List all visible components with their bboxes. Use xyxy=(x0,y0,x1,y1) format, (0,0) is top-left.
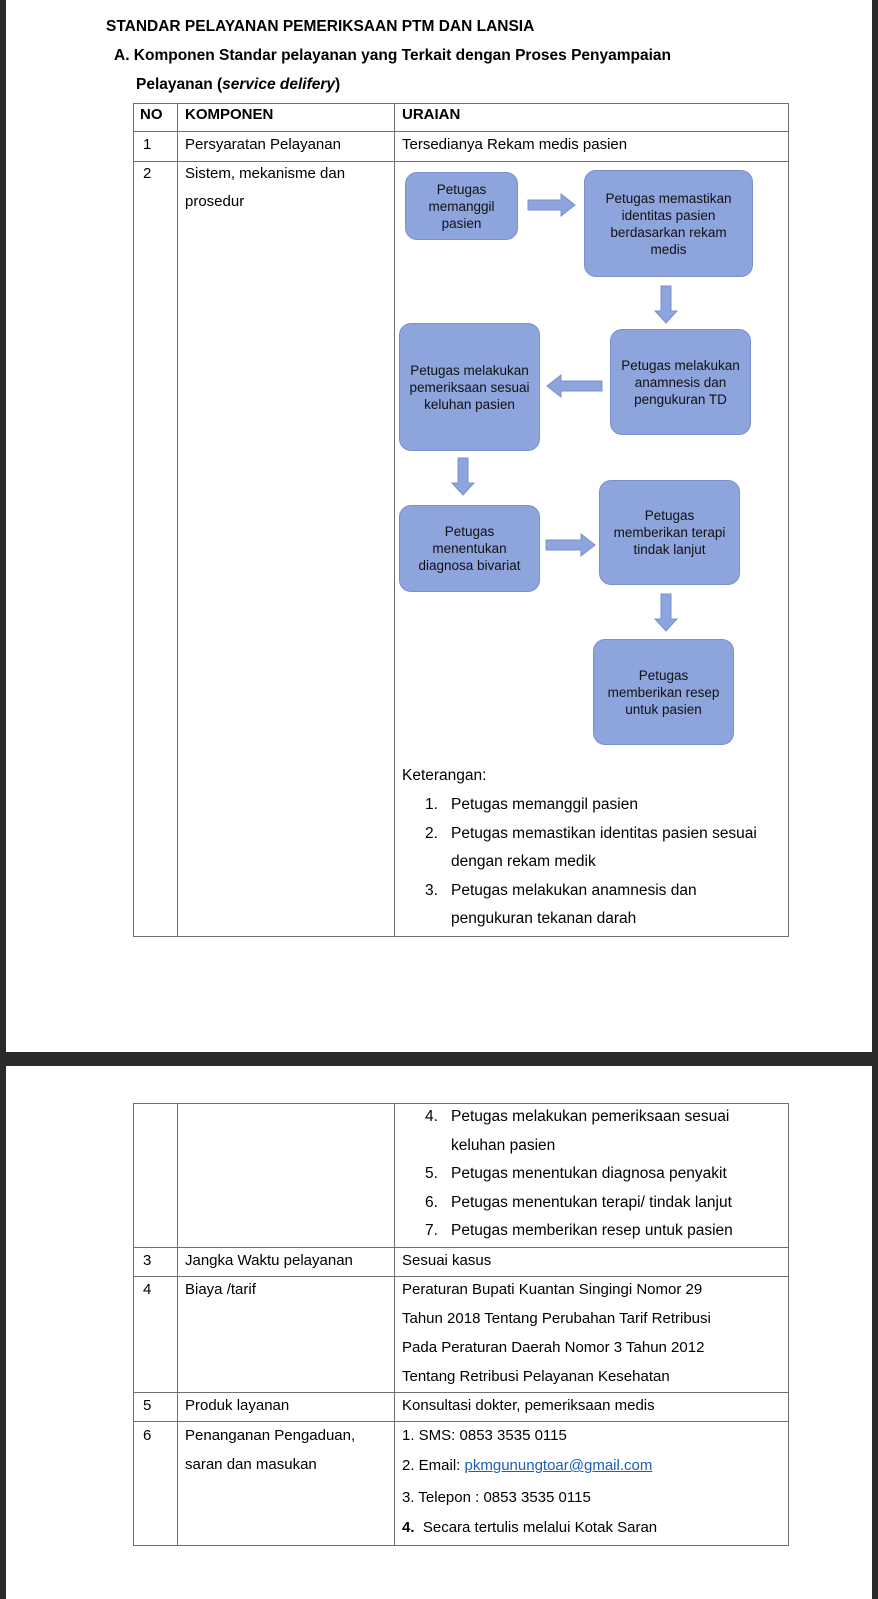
flow-node-verify-identity: Petugas memastikan identitas pasien berd… xyxy=(584,170,753,277)
row1-komponen: Persyaratan Pelayanan xyxy=(185,136,341,153)
section-title-continued: Pelayanan (service delifery) xyxy=(136,76,341,93)
row3-uraian: Sesuai kasus xyxy=(402,1252,492,1269)
row-divider xyxy=(133,1392,788,1393)
row6-email-line: 2. Email: pkmgunungtoar@gmail.com xyxy=(402,1457,652,1474)
arrow-down-icon xyxy=(654,285,678,324)
column-divider xyxy=(177,103,178,936)
row1-no: 1 xyxy=(143,136,152,153)
keterangan-num: 6. xyxy=(425,1194,438,1211)
row4-uraian-line: Tahun 2018 Tentang Perubahan Tarif Retri… xyxy=(402,1310,711,1327)
flow-node-prescription: Petugas memberikan resep untuk pasien xyxy=(593,639,734,745)
keterangan-item: Petugas menentukan terapi/ tindak lanjut xyxy=(451,1194,732,1211)
row-divider xyxy=(133,131,788,132)
keterangan-num: 4. xyxy=(425,1108,438,1125)
row5-no: 5 xyxy=(143,1397,152,1414)
keterangan-item: Petugas melakukan anamnesis dan xyxy=(451,882,697,899)
keterangan-item: Petugas melakukan pemeriksaan sesuai xyxy=(451,1108,730,1125)
arrow-left-icon xyxy=(546,374,603,398)
document-title: STANDAR PELAYANAN PEMERIKSAAN PTM DAN LA… xyxy=(106,18,535,35)
keterangan-item: Petugas memanggil pasien xyxy=(451,796,638,813)
flow-node-diagnosis: Petugas menentukan diagnosa bivariat xyxy=(399,505,540,592)
row6-tertulis: 4. Secara tertulis melalui Kotak Saran xyxy=(402,1519,658,1536)
keterangan-num: 5. xyxy=(425,1165,438,1182)
row6-komponen-line1: Penanganan Pengaduan, xyxy=(185,1427,356,1444)
row1-uraian: Tersedianya Rekam medis pasien xyxy=(402,136,628,153)
flow-node-anamnesis: Petugas melakukan anamnesis dan pengukur… xyxy=(610,329,751,435)
arrow-down-icon xyxy=(654,593,678,632)
keterangan-item-continued: dengan rekam medik xyxy=(451,853,596,870)
keterangan-item: Petugas memastikan identitas pasien sesu… xyxy=(451,825,757,842)
row6-email-label: 2. Email: xyxy=(402,1457,465,1474)
row3-komponen: Jangka Waktu pelayanan xyxy=(185,1252,353,1269)
row4-uraian-line: Tentang Retribusi Pelayanan Kesehatan xyxy=(402,1368,670,1385)
document-page-1: STANDAR PELAYANAN PEMERIKSAAN PTM DAN LA… xyxy=(6,0,872,1052)
keterangan-num: 2. xyxy=(425,825,438,842)
keterangan-num: 1. xyxy=(425,796,438,813)
row6-komponen-line2: saran dan masukan xyxy=(185,1456,317,1473)
row4-uraian-line: Peraturan Bupati Kuantan Singingi Nomor … xyxy=(402,1281,703,1298)
row2-komponen-line2: prosedur xyxy=(185,193,245,210)
column-divider xyxy=(394,1103,395,1545)
row2-komponen-line1: Sistem, mekanisme dan xyxy=(185,165,346,182)
arrow-down-icon xyxy=(451,457,475,496)
column-divider xyxy=(177,1103,178,1545)
row2-no: 2 xyxy=(143,165,152,182)
row6-telepon: 3. Telepon : 0853 3535 0115 xyxy=(402,1489,591,1506)
flow-node-call-patient: Petugas memanggil pasien xyxy=(405,172,518,240)
section-title: A. Komponen Standar pelayanan yang Terka… xyxy=(114,47,672,64)
row5-uraian: Konsultasi dokter, pemeriksaan medis xyxy=(402,1397,655,1414)
keterangan-item-continued: pengukuran tekanan darah xyxy=(451,910,637,927)
flow-node-examination: Petugas melakukan pemeriksaan sesuai kel… xyxy=(399,323,540,451)
header-komponen: KOMPONEN xyxy=(185,106,274,123)
row4-no: 4 xyxy=(143,1281,152,1298)
row-divider xyxy=(133,1276,788,1277)
keterangan-label: Keterangan: xyxy=(402,767,487,784)
row4-komponen: Biaya /tarif xyxy=(185,1281,256,1298)
keterangan-item: Petugas menentukan diagnosa penyakit xyxy=(451,1165,727,1182)
row-divider xyxy=(133,1421,788,1422)
keterangan-num: 7. xyxy=(425,1222,438,1239)
keterangan-item: Petugas memberikan resep untuk pasien xyxy=(451,1222,733,1239)
row4-uraian-line: Pada Peraturan Daerah Nomor 3 Tahun 2012 xyxy=(402,1339,705,1356)
row3-no: 3 xyxy=(143,1252,152,1269)
row-divider xyxy=(133,161,788,162)
column-divider xyxy=(394,103,395,936)
flow-node-therapy: Petugas memberikan terapi tindak lanjut xyxy=(599,480,740,585)
row6-no: 6 xyxy=(143,1427,152,1444)
header-no: NO xyxy=(140,106,163,123)
row6-sms: 1. SMS: 0853 3535 0115 xyxy=(402,1427,567,1444)
row-divider xyxy=(133,1247,788,1248)
row5-komponen: Produk layanan xyxy=(185,1397,290,1414)
document-page-2: 4. Petugas melakukan pemeriksaan sesuai … xyxy=(6,1066,872,1599)
service-table-continued xyxy=(133,1103,789,1546)
keterangan-num: 3. xyxy=(425,882,438,899)
arrow-right-icon xyxy=(527,193,576,217)
arrow-right-icon xyxy=(545,533,596,557)
service-table xyxy=(133,103,789,937)
keterangan-item-continued: keluhan pasien xyxy=(451,1137,556,1154)
header-uraian: URAIAN xyxy=(402,106,461,123)
email-link[interactable]: pkmgunungtoar@gmail.com xyxy=(464,1457,653,1474)
